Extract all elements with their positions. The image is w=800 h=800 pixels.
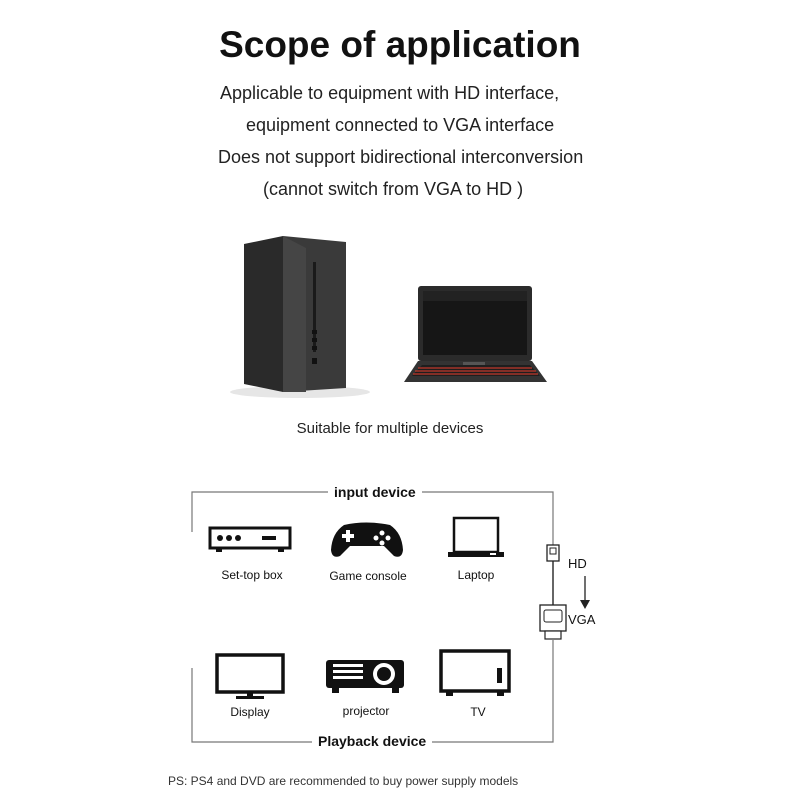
devices-caption: Suitable for multiple devices (296, 420, 484, 437)
display-label: Display (230, 705, 270, 719)
laptop-label: Laptop (457, 568, 495, 582)
projector-label: projector (342, 704, 390, 718)
game-console-label: Game console (329, 569, 407, 583)
description-line-3: Does not support bidirectional interconv… (218, 147, 584, 167)
power-supply-note: PS: PS4 and DVD are recommended to buy p… (168, 774, 519, 788)
hd-label: HD (568, 556, 587, 571)
set-top-box-label: Set-top box (221, 568, 283, 582)
page-title: Scope of application (219, 24, 581, 65)
input-device-label: input device (328, 484, 422, 500)
playback-device-label: Playback device (312, 733, 433, 749)
tv-label: TV (470, 705, 486, 719)
description-line-4: (cannot switch from VGA to HD ) (263, 179, 524, 199)
description-line-2: equipment connected to VGA interface (246, 115, 555, 135)
description-line-1: Applicable to equipment with HD interfac… (220, 83, 560, 103)
vga-label: VGA (568, 612, 596, 627)
